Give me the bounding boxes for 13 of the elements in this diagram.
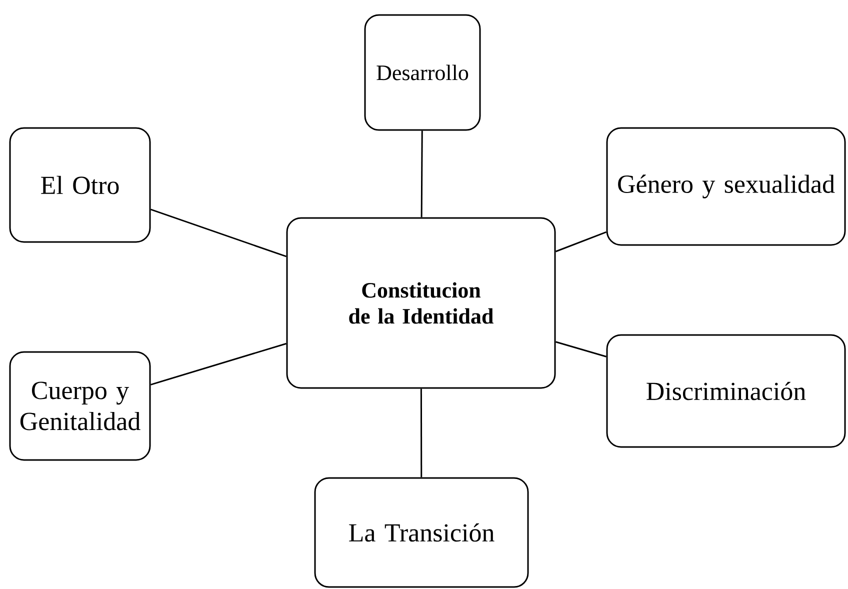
topic-box: La Transición: [314, 477, 529, 588]
connector-line: [420, 130, 423, 218]
connector-line: [555, 231, 607, 252]
connector-line: [556, 341, 606, 358]
topic-box: Cuerpo y Genitalidad: [9, 351, 151, 461]
connector-line: [150, 208, 286, 258]
topic-box: Discriminación: [606, 334, 846, 448]
connector-line: [420, 388, 422, 478]
topic-box: El Otro: [9, 127, 151, 243]
connector-line: [150, 342, 286, 386]
topic-box: Desarrollo: [364, 14, 481, 131]
central-box: Constitucion de la Identidad: [286, 217, 556, 389]
topic-box: Género y sexualidad: [606, 127, 846, 246]
